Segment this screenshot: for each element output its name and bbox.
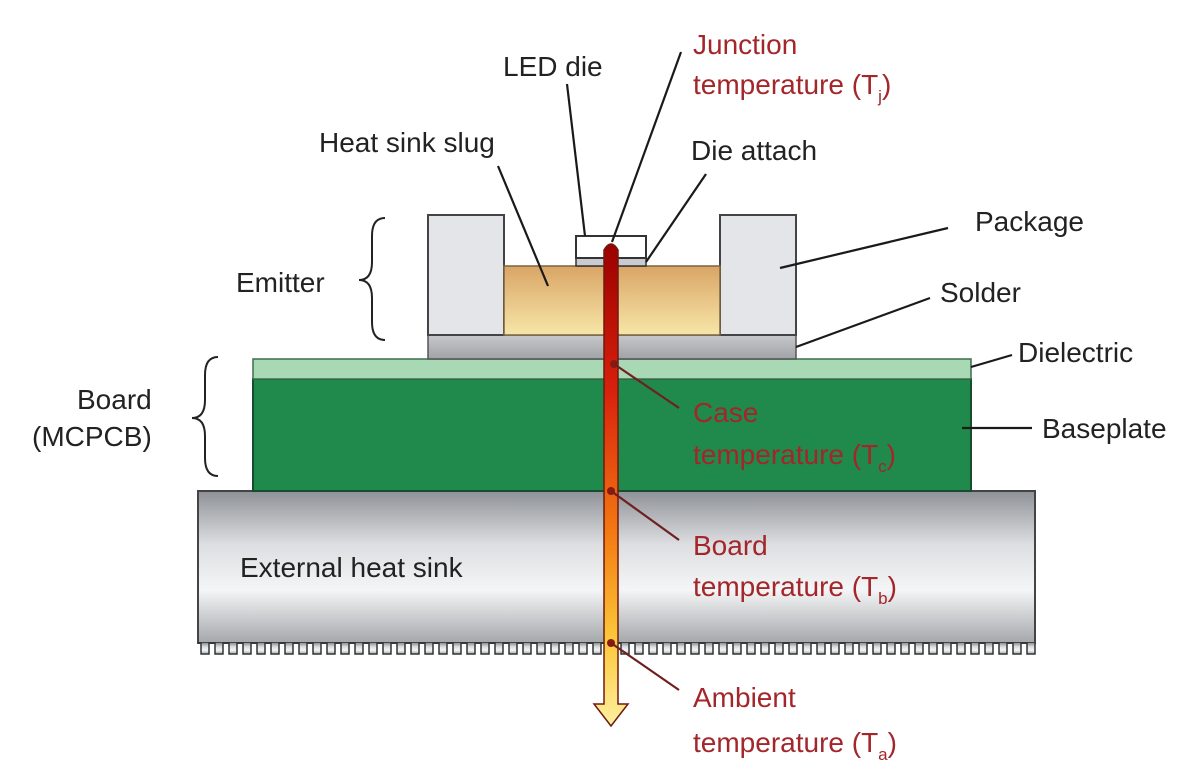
ambient-temperature-label: Ambient temperature (Ta) bbox=[693, 682, 897, 764]
ambient-temperature-title: Ambient bbox=[693, 682, 796, 713]
case-temperature-label: Case temperature (Tc) bbox=[693, 397, 896, 476]
emitter-label: Emitter bbox=[236, 267, 325, 298]
heat-flow-arrow bbox=[592, 243, 630, 728]
board-mcpcb-label: (MCPCB) bbox=[32, 421, 152, 452]
heat-sink-slug-label: Heat sink slug bbox=[319, 127, 495, 158]
package-label: Package bbox=[975, 206, 1084, 237]
junction-temperature-title: Junction bbox=[693, 29, 797, 60]
package-right bbox=[719, 214, 797, 336]
board-brace bbox=[191, 356, 219, 477]
board-temperature-text: temperature (Tb) bbox=[693, 571, 897, 608]
ambient-temperature-leader bbox=[610, 642, 680, 691]
case-temperature-title: Case bbox=[693, 397, 758, 428]
board-label: Board bbox=[77, 384, 152, 415]
die-attach-label: Die attach bbox=[691, 135, 817, 166]
emitter-brace bbox=[358, 217, 386, 341]
board-temperature-title: Board bbox=[693, 530, 768, 561]
junction-temperature-text: temperature (Tj) bbox=[693, 69, 891, 106]
dielectric-label: Dielectric bbox=[1018, 337, 1133, 368]
package-leader bbox=[779, 226, 949, 270]
external-heat-sink-label: External heat sink bbox=[240, 552, 464, 583]
junction-temperature-label: Junction temperature (Tj) bbox=[693, 29, 891, 106]
case-temperature-leader bbox=[613, 363, 680, 409]
led-die-label: LED die bbox=[503, 51, 603, 82]
led-die-leader bbox=[565, 83, 587, 237]
heat-sink-slug-leader bbox=[496, 165, 550, 287]
solder-label: Solder bbox=[940, 277, 1021, 308]
case-temperature-text: temperature (Tc) bbox=[693, 439, 896, 476]
package-left bbox=[427, 214, 505, 336]
baseplate-label: Baseplate bbox=[1042, 413, 1167, 444]
junction-temperature-leader bbox=[610, 51, 683, 243]
solder-leader bbox=[795, 296, 931, 349]
dielectric-leader bbox=[970, 353, 1013, 369]
board-temperature-label: Board temperature (Tb) bbox=[693, 530, 897, 608]
board-temperature-leader bbox=[610, 490, 680, 541]
die-attach-leader bbox=[645, 173, 707, 263]
ambient-temperature-text: temperature (Ta) bbox=[693, 727, 897, 764]
